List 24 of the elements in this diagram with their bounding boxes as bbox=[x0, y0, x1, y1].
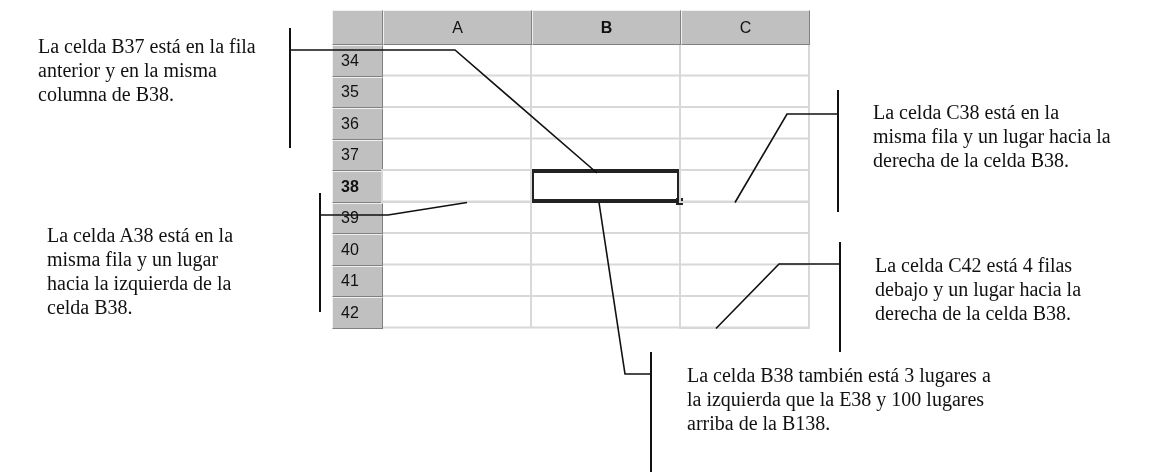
selected-cell bbox=[530, 169, 681, 203]
leader-line bbox=[734, 113, 838, 204]
row-header: 40 bbox=[332, 234, 383, 266]
leader-line bbox=[715, 263, 840, 330]
row-header: 38 bbox=[332, 171, 383, 203]
callout-text: La celda B37 está en la fila anterior y en la misma columna de B38. bbox=[38, 34, 257, 106]
column-header: C bbox=[681, 10, 810, 45]
callout-text: La celda C42 está 4 filas debajo y un lugar hacia la derecha de la celda B38. bbox=[875, 253, 1083, 325]
callout-text: La celda B38 también está 3 lugares a la izquierda que la E38 y 100 lugares arriba de la B138. bbox=[687, 363, 992, 435]
row-header: 35 bbox=[332, 76, 383, 108]
row-header: 37 bbox=[332, 139, 383, 171]
row-header: 34 bbox=[332, 45, 383, 77]
column-header: B bbox=[532, 10, 681, 45]
row-header: 41 bbox=[332, 265, 383, 297]
row-header: 36 bbox=[332, 108, 383, 140]
spreadsheet-cell bbox=[381, 169, 532, 203]
row-header: 42 bbox=[332, 297, 383, 329]
leader-line bbox=[290, 49, 598, 174]
leader-line bbox=[320, 201, 468, 216]
callout-text: La celda C38 está en la misma fila y un lugar hacia la derecha de la celda B38. bbox=[873, 100, 1111, 172]
leader-line bbox=[598, 201, 651, 375]
column-header: A bbox=[383, 10, 532, 45]
callout-text: La celda A38 está en la misma fila y un lugar hacia la izquierda de la celda B38. bbox=[47, 223, 235, 319]
spreadsheet-cell bbox=[679, 169, 810, 203]
